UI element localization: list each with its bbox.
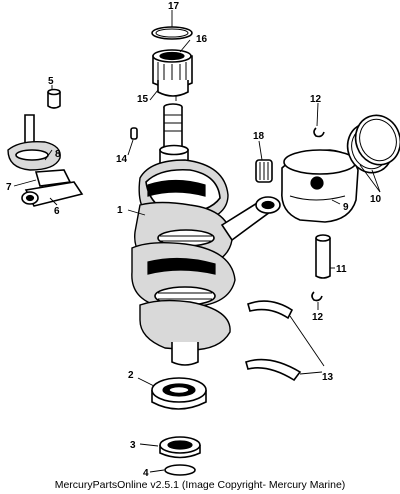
callout-18: 18	[253, 131, 265, 142]
copyright-caption: MercuryPartsOnline v2.5.1 (Image Copyrig…	[54, 479, 346, 491]
callout-17: 17	[168, 1, 180, 12]
callout-12-top: 12	[310, 94, 322, 105]
connecting-rod-part	[220, 196, 281, 242]
callout-4: 4	[143, 468, 149, 479]
callout-9: 9	[343, 202, 349, 213]
retaining-clip-bottom-part	[311, 291, 323, 302]
wrist-pin-part	[315, 234, 331, 279]
callout-3: 3	[130, 440, 136, 451]
callout-16: 16	[196, 34, 208, 45]
callout-13: 13	[322, 372, 334, 383]
crankshaft-body-part	[131, 159, 236, 366]
callout-6: 6	[54, 206, 60, 217]
needle-roller-part	[255, 159, 273, 183]
inset-crank-assembly	[7, 88, 84, 207]
bearing-race-part	[157, 80, 189, 97]
leader-lines	[13, 10, 381, 473]
key-pin-part	[130, 127, 138, 140]
retaining-clip-top-part	[313, 127, 325, 138]
callout-10: 10	[370, 194, 382, 205]
ring-part	[164, 464, 196, 476]
o-ring-part	[151, 26, 193, 40]
piston-rings-part	[346, 114, 400, 174]
callout-8: 8	[55, 149, 61, 160]
seal-part	[159, 436, 201, 459]
ball-bearing-part	[151, 377, 207, 410]
thrust-washer-part	[245, 300, 302, 382]
callout-14: 14	[116, 154, 128, 165]
callout-11: 11	[336, 264, 347, 275]
callout-2: 2	[128, 370, 134, 381]
piston-part	[281, 149, 359, 223]
callout-1: 1	[117, 205, 123, 216]
callout-15: 15	[137, 94, 149, 105]
callout-7: 7	[6, 182, 12, 193]
callout-5: 5	[48, 76, 54, 87]
callout-12-bottom: 12	[312, 312, 324, 323]
needle-bearing-part	[152, 49, 193, 89]
